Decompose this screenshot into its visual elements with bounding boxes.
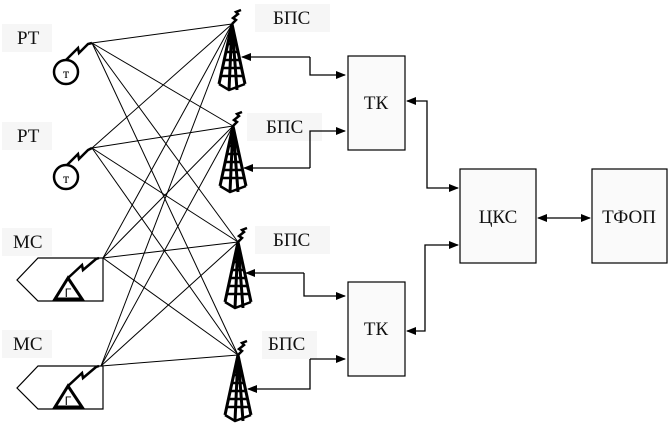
vehicle-radio-icon: Г <box>65 394 72 408</box>
controller-label: ТК <box>364 319 389 340</box>
tower-icon-bs3 <box>223 226 253 310</box>
radio-link-rt1-bs1 <box>91 23 233 44</box>
radio-link-ms1-bs3 <box>102 241 239 259</box>
switching-center-cks: ЦКС <box>459 168 537 264</box>
radio-link-rt2-bs2 <box>91 125 234 149</box>
terminal-label-ms2: МС <box>13 334 43 355</box>
wire-bs3-tk2 <box>245 269 346 300</box>
radio-link-rt2-bs4 <box>91 147 239 356</box>
wire-bs4-tk2 <box>247 355 346 393</box>
controller-tk1: ТК <box>347 55 406 151</box>
vehicle-terminal-ms2: Г <box>16 364 104 410</box>
base-station-label-bs2: БПС <box>266 117 303 138</box>
radio-link-ms2-bs2 <box>100 125 234 367</box>
radio-link-ms2-bs4 <box>100 354 239 367</box>
terminal-label-rt1: РТ <box>17 28 40 49</box>
wire-bs2-tk1 <box>243 127 346 172</box>
controller-label: ТК <box>364 93 389 114</box>
public-network-tfop: ТФОП <box>591 168 668 264</box>
radio-link-rt2-bs1 <box>91 23 233 149</box>
network-label: ТФОП <box>602 207 656 228</box>
radio-link-ms1-bs4 <box>102 257 239 356</box>
radio-link-ms2-bs1 <box>100 23 233 367</box>
terminal-label-ms1: МС <box>13 232 43 253</box>
radio-link-rt1-bs2 <box>91 42 234 127</box>
tower-icon-bs4 <box>223 339 253 423</box>
terminal-label-rt2: РТ <box>17 126 40 147</box>
handset-icon: т <box>63 67 69 82</box>
portable-terminal-rt2: т <box>52 146 93 191</box>
wire-tk1-cks <box>406 97 459 192</box>
vehicle-terminal-ms1: Г <box>16 256 104 302</box>
base-station-label-bs3: БПС <box>273 230 310 251</box>
vehicle-radio-icon: Г <box>65 286 72 300</box>
handset-icon: т <box>63 172 69 187</box>
tower-icon-bs2 <box>218 110 248 194</box>
switch-label: ЦКС <box>479 207 518 228</box>
wire-bs1-tk1 <box>241 53 346 79</box>
radio-link-rt1-bs3 <box>91 42 239 243</box>
wire-tk2-cks <box>406 241 459 335</box>
radio-links <box>91 23 239 367</box>
radio-link-ms2-bs3 <box>100 241 239 367</box>
base-station-label-bs1: БПС <box>273 8 310 29</box>
radio-link-ms1-bs1 <box>102 23 233 259</box>
tower-icon-bs1 <box>217 8 247 92</box>
portable-terminal-rt1: т <box>52 41 93 86</box>
base-station-label-bs4: БПС <box>268 334 305 355</box>
controller-tk2: ТК <box>347 281 406 377</box>
